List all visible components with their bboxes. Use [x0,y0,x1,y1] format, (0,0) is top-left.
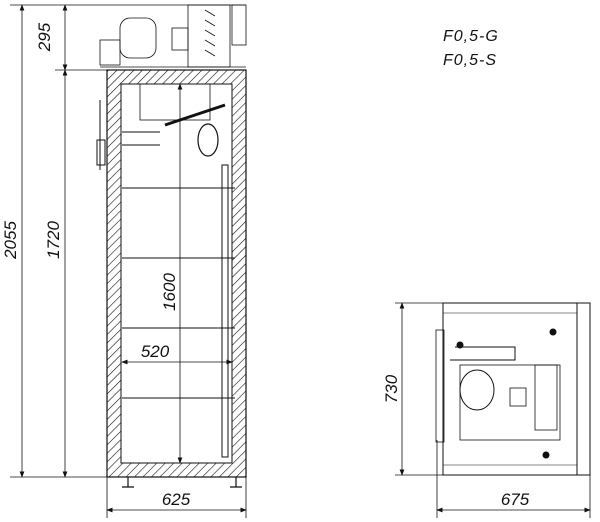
dim-2055: 2055 [1,221,20,260]
compressor-unit [99,4,247,68]
dim-625: 625 [162,490,191,509]
model-label-g: F0,5-G [443,28,499,45]
model-label-s: F0,5-S [443,52,498,69]
shelves [122,131,235,399]
front-view [96,4,247,488]
dimension-lines-front [10,4,247,518]
dim-1600: 1600 [160,273,179,311]
dim-295: 295 [35,22,54,52]
dim-520: 520 [141,342,170,361]
dim-730: 730 [382,374,401,403]
dim-675: 675 [501,490,530,509]
top-view [435,302,591,476]
dimension-lines-top [395,302,591,518]
dim-1720: 1720 [44,221,63,259]
